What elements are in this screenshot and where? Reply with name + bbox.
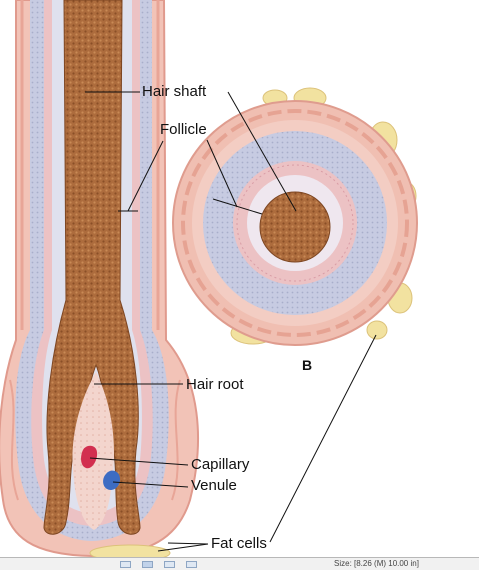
leader-lines xyxy=(85,91,377,552)
continuous-facing-icon[interactable] xyxy=(186,561,197,568)
longitudinal-section xyxy=(0,0,200,557)
viewer-status-bar: Size: [8.26 (M) 10.00 in] xyxy=(0,557,479,570)
capillary-vessel xyxy=(81,445,98,469)
label-venule: Venule xyxy=(191,477,237,494)
venule-vessel xyxy=(103,470,120,490)
cross-section xyxy=(172,87,418,346)
facing-pages-icon[interactable] xyxy=(164,561,175,568)
label-panel-b: B xyxy=(302,357,313,373)
label-fat-cells: Fat cells xyxy=(211,535,267,552)
fat-cells-left xyxy=(89,544,171,557)
hair-shaft xyxy=(43,0,141,535)
label-hair-shaft: Hair shaft xyxy=(142,83,207,100)
label-follicle: Follicle xyxy=(160,121,207,138)
page-size-readout: Size: [8.26 (M) 10.00 in] xyxy=(334,559,419,568)
continuous-view-icon[interactable] xyxy=(142,561,153,568)
hair-follicle-diagram xyxy=(0,0,418,557)
label-capillary: Capillary xyxy=(191,456,250,473)
hair-shaft-cross-section xyxy=(259,191,331,263)
single-page-view-icon[interactable] xyxy=(120,561,131,568)
label-hair-root: Hair root xyxy=(186,376,244,393)
